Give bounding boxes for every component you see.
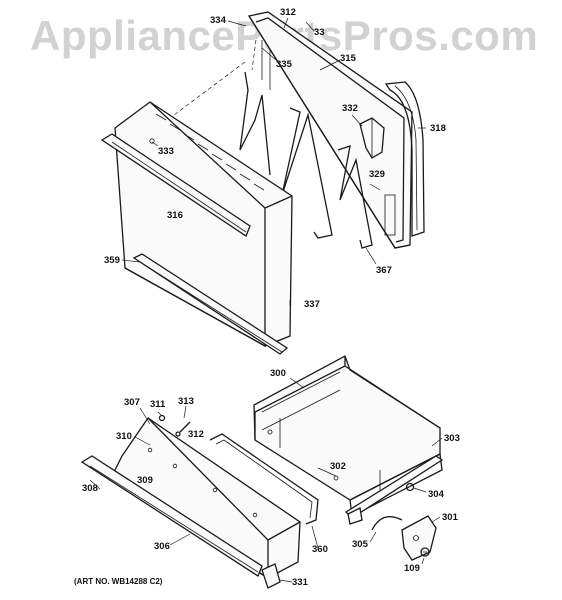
screw-109 [420,547,430,557]
drawer-liner-360 [209,433,319,525]
callout-337: 337 [304,299,320,310]
callout-329: 329 [369,169,385,180]
callout-301: 301 [442,512,458,523]
callout-332: 332 [342,103,358,114]
callout-316: 316 [167,210,183,221]
callout-333: 333 [158,146,174,157]
drawer-body-300 [253,355,443,518]
callout-303: 303 [444,433,460,444]
callout-311: 311 [150,399,166,410]
callout-318: 318 [430,123,446,134]
callout-315: 315 [340,53,356,64]
drawer-handle-308 [80,455,263,577]
clip-305 [371,516,403,531]
oven-door-panel-316 [100,101,293,348]
callout-334: 334 [210,15,226,26]
callout-300: 300 [270,368,286,379]
callout-313: 313 [178,396,194,407]
callout-367: 367 [376,265,392,276]
callout-312-low: 312 [188,429,204,440]
callout-312-top: 312 [280,7,296,18]
washer-312 [175,431,181,437]
leader-lines [89,17,443,583]
callout-308: 308 [82,483,98,494]
callout-305: 305 [352,539,368,550]
callout-33: 33 [314,27,325,38]
callout-310: 310 [116,431,132,442]
bracket-301 [401,515,437,561]
bottom-trim-359 [132,253,289,355]
art-number: (ART NO. WB14288 C2) [74,577,163,586]
drawer-rail-303 [344,455,444,525]
callout-331: 331 [292,577,308,588]
bracket-332 [359,117,385,159]
callout-307: 307 [124,397,140,408]
hinge-rods-367 [239,71,373,249]
callout-306: 306 [154,541,170,552]
callout-304: 304 [428,489,444,500]
gasket-318 [384,81,425,237]
pin-313 [179,421,191,433]
callout-335: 335 [276,59,292,70]
callout-360: 360 [312,544,328,555]
end-cap-331 [261,563,281,589]
callout-302: 302 [330,461,346,472]
callout-359: 359 [104,255,120,266]
screw-304 [405,482,415,492]
screw-311 [158,414,166,422]
callout-109: 109 [404,563,420,574]
door-frame-315 [247,11,413,249]
callout-309: 309 [137,475,153,486]
